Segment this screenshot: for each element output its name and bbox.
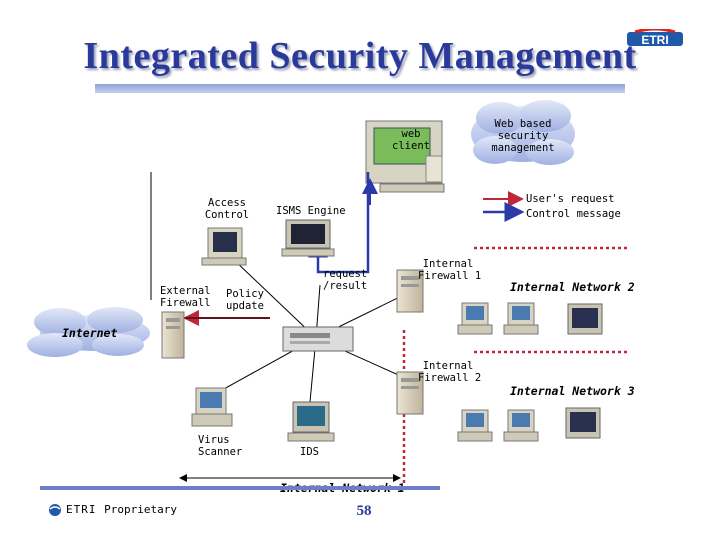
web-client-computer xyxy=(365,120,445,193)
web-based-cloud xyxy=(471,100,575,165)
internal-network-3-computers xyxy=(457,407,601,442)
ids-computer xyxy=(287,401,335,442)
page-number: 58 xyxy=(356,503,372,519)
footer-brand: ETRI xyxy=(66,503,97,516)
legend-control-label: Control message xyxy=(526,208,621,220)
central-switch xyxy=(282,326,354,352)
internal-network-2-computers xyxy=(457,302,603,335)
policy-update-label: Policy update xyxy=(226,288,264,312)
footer-rule xyxy=(40,486,440,490)
isms-engine-label: ISMS Engine xyxy=(276,205,346,217)
external-firewall-server xyxy=(161,311,185,359)
isms-engine-computer xyxy=(281,219,335,257)
access-control-computer xyxy=(201,227,247,266)
web-based-note: Web based security management xyxy=(491,118,555,154)
internet-label: Internet xyxy=(62,326,118,340)
legend-request-label: User's request xyxy=(526,193,615,205)
internal-network-3-label: Internal Network 3 xyxy=(510,384,635,398)
virus-scanner-label: Virus Scanner xyxy=(198,434,243,458)
internet-cloud xyxy=(27,307,150,357)
access-control-label: Access Control xyxy=(204,197,250,221)
internal-network-2-label: Internal Network 2 xyxy=(510,280,635,294)
request-result-label: request /result xyxy=(323,268,368,292)
footer-note: Proprietary xyxy=(104,503,177,516)
external-firewall-label: External Firewall xyxy=(160,285,211,309)
ids-label: IDS xyxy=(300,446,319,458)
web-client-label: web client xyxy=(392,128,430,152)
internal-firewall-1-label: Internal Firewall 1 xyxy=(418,258,482,282)
internal-firewall-1-server xyxy=(396,269,424,313)
virus-scanner-computer xyxy=(191,387,233,427)
title-underline xyxy=(95,84,625,93)
footer-logo-icon xyxy=(49,504,61,516)
etri-logo: ETRI xyxy=(627,29,683,47)
logo-text: ETRI xyxy=(641,33,668,47)
slide-title: Integrated Security Management xyxy=(83,35,637,77)
footer-text: ETRI Proprietary xyxy=(66,503,177,516)
internal-firewall-2-server xyxy=(396,371,424,415)
internal-firewall-2-label: Internal Firewall 2 xyxy=(418,360,482,384)
